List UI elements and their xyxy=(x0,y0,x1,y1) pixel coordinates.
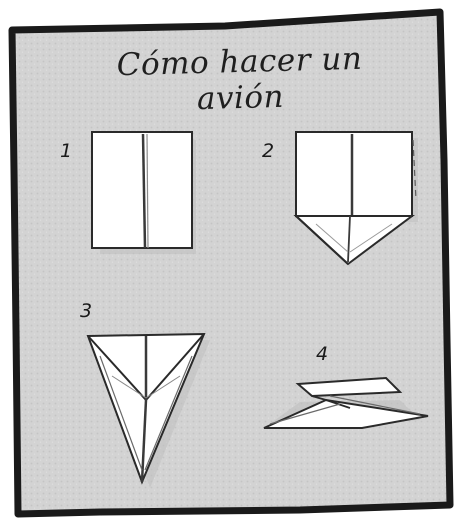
page-title: Cómo hacer un avión xyxy=(69,40,411,121)
step-number-3: 3 xyxy=(80,300,92,322)
step-number-1: 1 xyxy=(60,140,72,162)
step-number-4: 4 xyxy=(316,343,328,365)
step-1-drawing xyxy=(92,132,196,254)
step-number-2: 2 xyxy=(262,140,274,162)
